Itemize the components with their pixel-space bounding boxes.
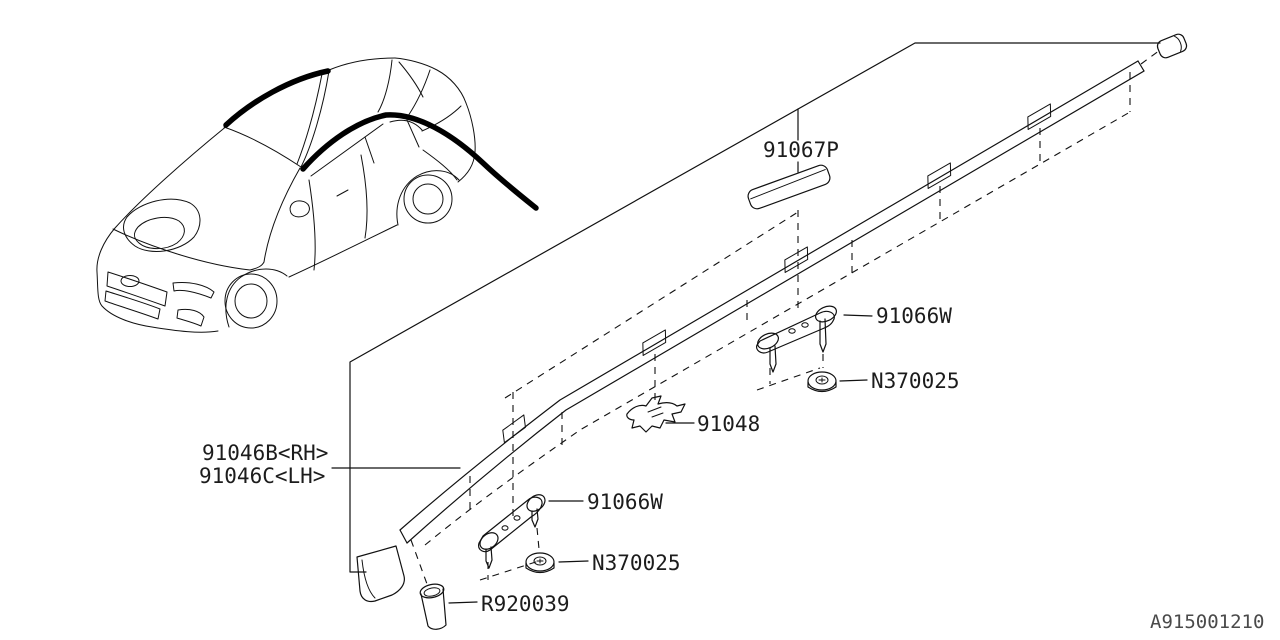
nut-lower-part xyxy=(525,552,555,574)
leader-retainer xyxy=(448,601,478,604)
end-cap-bottom xyxy=(356,545,405,603)
label-clip[interactable]: 91048 xyxy=(697,412,760,436)
label-retainer[interactable]: R920039 xyxy=(481,592,570,616)
car-hood-scoop-inner xyxy=(133,216,185,250)
car-fog-light xyxy=(176,308,205,327)
car-rear-wheel-arch xyxy=(396,170,460,226)
car-rear-glass-right xyxy=(407,69,431,117)
car-window-line xyxy=(310,123,384,177)
leader-lines xyxy=(331,108,873,604)
car-headlight xyxy=(172,282,215,299)
stud-to-nut-lower xyxy=(536,527,540,550)
car-lower-intake xyxy=(104,290,161,320)
leader-nut-upper xyxy=(839,379,868,382)
label-pad[interactable]: 91067P xyxy=(763,138,839,162)
roof-molding-highlight-near xyxy=(300,112,539,211)
car-cowl-line xyxy=(223,126,302,168)
molding-lower-edge xyxy=(406,70,1145,544)
hidden-edge-lower xyxy=(424,111,1131,546)
car-rear-wheel xyxy=(403,174,453,224)
car-side-mirror xyxy=(289,200,310,218)
clip-part xyxy=(626,395,686,433)
exploded-view-outline xyxy=(349,42,1161,573)
bracket-shadow-lower xyxy=(479,559,543,581)
car-rear-rim xyxy=(412,183,444,215)
hidden-edge-upper xyxy=(504,211,799,399)
molding-tip-cut xyxy=(399,529,408,544)
roof-molding-strip xyxy=(399,60,1145,544)
label-bracket-upper[interactable]: 91066W xyxy=(876,304,952,328)
construction-lines xyxy=(410,49,1161,585)
region-boundary xyxy=(349,42,1161,573)
label-molding-rh[interactable]: 91046B<RH> xyxy=(202,441,328,465)
leader-bracket-upper xyxy=(843,314,873,317)
molding-tick xyxy=(1027,103,1052,130)
car-front-door-seam xyxy=(308,179,316,271)
car-rear-door-seam xyxy=(360,154,368,239)
car-logo-oval xyxy=(120,275,140,287)
car-trunk-seam xyxy=(398,61,424,98)
end-cap-top xyxy=(1156,33,1188,59)
car-a-pillar-inner xyxy=(296,73,323,165)
label-bracket-lower[interactable]: 91066W xyxy=(587,490,663,514)
car-quarter-line xyxy=(422,149,458,181)
car-fender-line xyxy=(263,167,301,263)
car-rear-bumper xyxy=(457,102,476,183)
leader-nut-lower xyxy=(558,560,589,563)
car-hood-scoop-outer xyxy=(123,198,201,252)
bracket-upper-pin-left xyxy=(769,345,777,373)
car-front-outline xyxy=(96,124,229,333)
car-hood-front-edge xyxy=(112,228,265,271)
label-nut-upper[interactable]: N370025 xyxy=(871,369,960,393)
vehicle-illustration xyxy=(96,57,539,333)
car-front-wheel xyxy=(224,273,278,329)
molding-tick xyxy=(502,414,526,444)
car-c-pillar xyxy=(406,119,420,148)
label-molding-lh[interactable]: 91046C<LH> xyxy=(199,464,325,488)
label-nut-lower[interactable]: N370025 xyxy=(592,551,681,575)
car-a-pillar xyxy=(300,70,330,168)
molding-upper-edge xyxy=(399,60,1139,531)
nut-upper-part xyxy=(807,371,837,393)
molding-top-cut xyxy=(1137,60,1145,72)
car-rear-deck xyxy=(421,105,462,132)
car-rocker-line xyxy=(288,224,398,278)
roof-molding-highlight-far xyxy=(223,68,331,128)
molding-tick xyxy=(784,246,809,273)
bracket-lower-pin-left xyxy=(485,546,493,569)
bracket-upper-pin-right xyxy=(819,318,827,353)
car-grille xyxy=(106,271,168,307)
cap-link-top xyxy=(1140,49,1161,65)
car-roof-far-edge xyxy=(328,57,396,71)
bracket-upper-part xyxy=(756,305,837,373)
molding-tick xyxy=(642,329,667,356)
car-trunk-edge xyxy=(394,57,467,104)
bracket-lower-pin-right xyxy=(531,508,539,528)
molding-tick xyxy=(927,162,952,189)
retainer-part xyxy=(419,583,447,630)
bracket-shadow-upper xyxy=(756,367,821,391)
retainer-link xyxy=(410,539,428,585)
car-b-pillar xyxy=(364,136,375,164)
bracket-lower-part xyxy=(478,494,546,569)
car-door-handle xyxy=(336,189,349,197)
car-rear-glass-left xyxy=(377,59,393,113)
drawing-number: A915001210 xyxy=(1150,611,1264,633)
molding-pad-part xyxy=(747,164,831,210)
car-front-rim xyxy=(234,283,268,319)
